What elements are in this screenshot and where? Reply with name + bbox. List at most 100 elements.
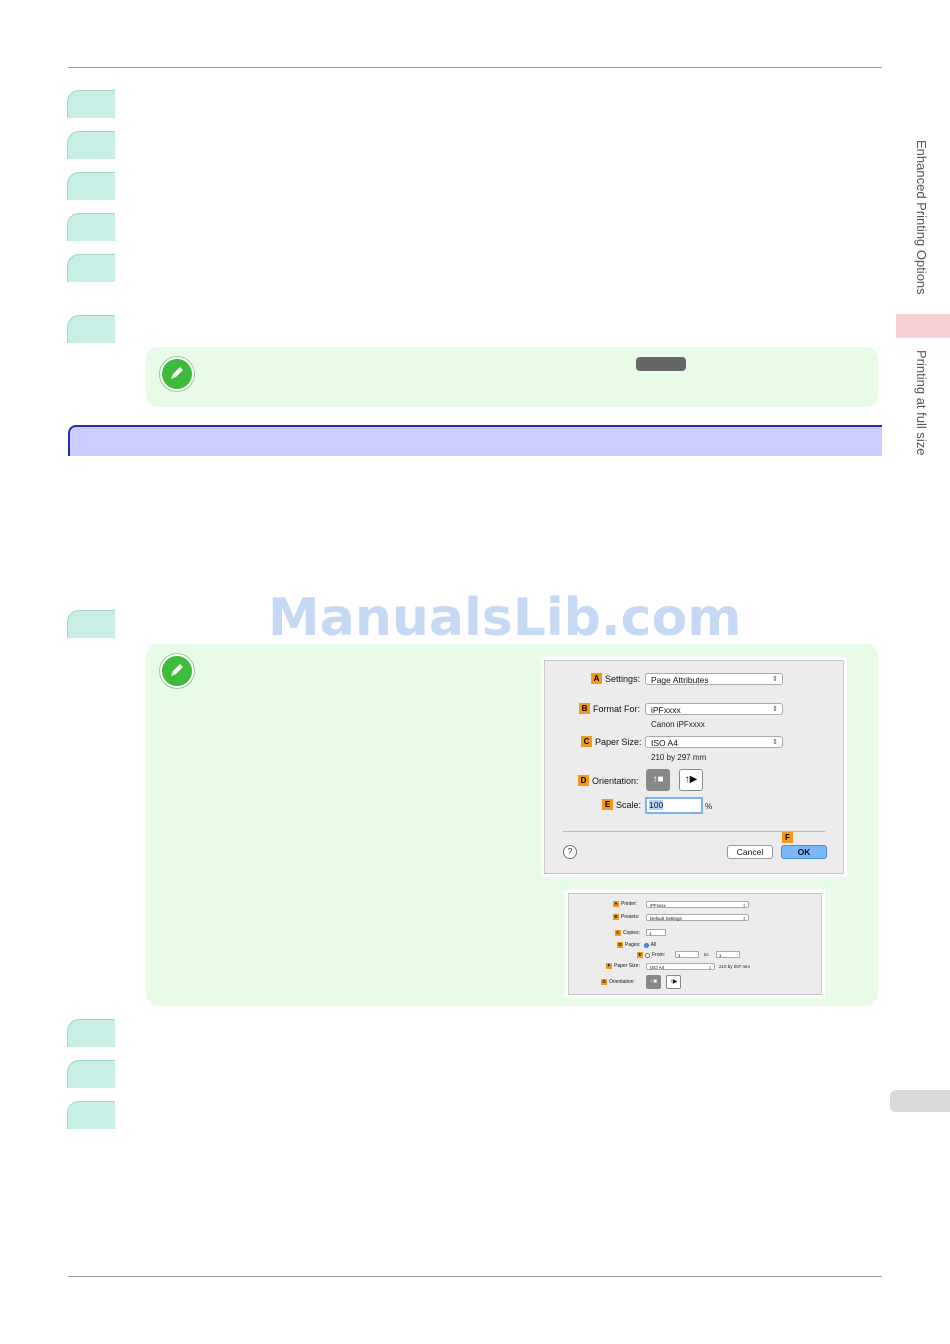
page-setup-dialog: A Settings: Page Attributes ⇕ B Format F… — [544, 660, 844, 874]
paper-size-row: C Paper Size: — [581, 736, 642, 747]
paper-size-label: Paper Size: — [614, 963, 640, 969]
step-marker — [67, 131, 115, 159]
badge: C — [581, 736, 592, 747]
paper-size-subtext: 210 by 297 mm — [719, 964, 751, 969]
step-marker — [67, 315, 115, 343]
range-row: E From: — [637, 952, 665, 958]
copies-row: C Copies: — [615, 930, 640, 936]
paper-size-value: ISO A4 — [651, 738, 678, 748]
landscape-orientation-button[interactable]: ↑▶ — [679, 769, 703, 791]
step-marker — [67, 1101, 115, 1129]
paper-size-select[interactable]: ISO A4 ⇕ — [646, 963, 715, 970]
badge: F — [606, 963, 612, 969]
pages-row: D Pages: All — [617, 942, 656, 948]
badge: B — [613, 914, 619, 920]
paper-size-select[interactable]: ISO A4 ⇕ — [645, 736, 783, 748]
step-marker — [67, 213, 115, 241]
printer-row: A Printer: — [613, 901, 637, 907]
copies-input[interactable]: 1 — [646, 929, 666, 936]
step-marker — [67, 1060, 115, 1088]
all-pages-label: All — [650, 942, 657, 948]
step-marker — [67, 90, 115, 118]
updown-arrows-icon: ⇕ — [742, 903, 746, 908]
all-pages-radio[interactable] — [643, 942, 649, 948]
format-for-row: B Format For: — [579, 703, 640, 714]
orientation-row: D Orientation: — [578, 775, 639, 786]
side-tab-active-marker — [896, 314, 950, 338]
pages-label: Pages: — [625, 942, 641, 948]
reference-button[interactable] — [636, 357, 686, 371]
format-for-label: Format For: — [593, 703, 641, 714]
watermark: ManualsLib.com — [268, 588, 742, 648]
presets-value: Default Settings — [650, 916, 682, 921]
badge: D — [617, 942, 623, 948]
badge: E — [602, 799, 613, 810]
presets-row: B Presets: — [613, 914, 639, 920]
paper-size-row: F Paper Size: — [606, 963, 640, 969]
help-button[interactable]: ? — [563, 845, 577, 859]
to-input[interactable]: 1 — [716, 951, 740, 958]
copies-label: Copies: — [623, 930, 640, 936]
updown-arrows-icon: ⇕ — [772, 739, 778, 746]
dialog-divider — [563, 831, 825, 832]
badge: A — [613, 901, 619, 907]
ok-button[interactable]: OK — [781, 845, 827, 859]
ok-badge: F — [782, 832, 793, 843]
updown-arrows-icon: ⇕ — [708, 965, 712, 970]
footer-rule — [68, 1276, 882, 1277]
scale-label: Scale: — [616, 799, 642, 810]
header-rule — [68, 67, 882, 68]
badge: E — [637, 952, 643, 958]
updown-arrows-icon: ⇕ — [742, 916, 746, 921]
orientation-row: G Orientation: — [601, 979, 635, 985]
settings-select[interactable]: Page Attributes ⇕ — [645, 673, 783, 685]
pencil-icon — [160, 654, 194, 688]
landscape-icon: ↑▶ — [669, 979, 678, 985]
step-marker — [67, 610, 115, 638]
page-range-radio[interactable] — [645, 952, 650, 958]
printer-label: Printer: — [621, 901, 638, 907]
to-label: to: — [704, 952, 710, 957]
scale-unit: % — [705, 802, 713, 811]
pencil-icon — [160, 357, 194, 391]
settings-value: Page Attributes — [651, 675, 709, 685]
badge: A — [591, 673, 602, 684]
side-tab-chapter[interactable]: Enhanced Printing Options — [914, 140, 929, 295]
portrait-orientation-button[interactable]: ↑■ — [646, 975, 661, 989]
from-input[interactable]: 1 — [675, 951, 699, 958]
printer-value: iPFxxxx — [650, 903, 666, 908]
landscape-orientation-button[interactable]: ↑▶ — [666, 975, 681, 989]
badge: B — [579, 703, 590, 714]
presets-select[interactable]: Default Settings ⇕ — [646, 914, 749, 921]
printer-select[interactable]: iPFxxxx ⇕ — [646, 901, 749, 908]
note-box — [146, 347, 878, 407]
portrait-icon: ↑■ — [650, 979, 657, 985]
section-heading-bar — [68, 425, 882, 456]
orientation-label: Orientation: — [609, 979, 635, 985]
portrait-icon: ↑■ — [652, 774, 664, 785]
portrait-orientation-button[interactable]: ↑■ — [646, 769, 670, 791]
badge: C — [615, 930, 621, 936]
settings-row: A Settings: — [591, 673, 640, 684]
side-tab-index[interactable] — [890, 1090, 950, 1112]
updown-arrows-icon: ⇕ — [772, 706, 778, 713]
scale-row: E Scale: — [602, 799, 641, 810]
side-tab-section[interactable]: Printing at full size — [914, 350, 929, 456]
presets-label: Presets: — [621, 914, 640, 920]
format-for-subtext: Canon iPFxxxx — [651, 720, 705, 729]
scale-input[interactable]: 100 — [645, 797, 703, 814]
orientation-label: Orientation: — [592, 775, 639, 786]
format-for-select[interactable]: iPFxxxx ⇕ — [645, 703, 783, 715]
step-marker — [67, 254, 115, 282]
print-dialog: A Printer: iPFxxxx ⇕ B Presets: Default … — [568, 893, 822, 995]
from-label: From: — [652, 952, 666, 958]
step-marker — [67, 1019, 115, 1047]
landscape-icon: ↑▶ — [684, 774, 698, 785]
settings-label: Settings: — [605, 673, 641, 684]
paper-size-label: Paper Size: — [595, 736, 642, 747]
scale-value: 100 — [649, 800, 664, 810]
format-for-value: iPFxxxx — [651, 705, 681, 715]
cancel-button[interactable]: Cancel — [727, 845, 773, 859]
step-marker — [67, 172, 115, 200]
badge: D — [578, 775, 589, 786]
